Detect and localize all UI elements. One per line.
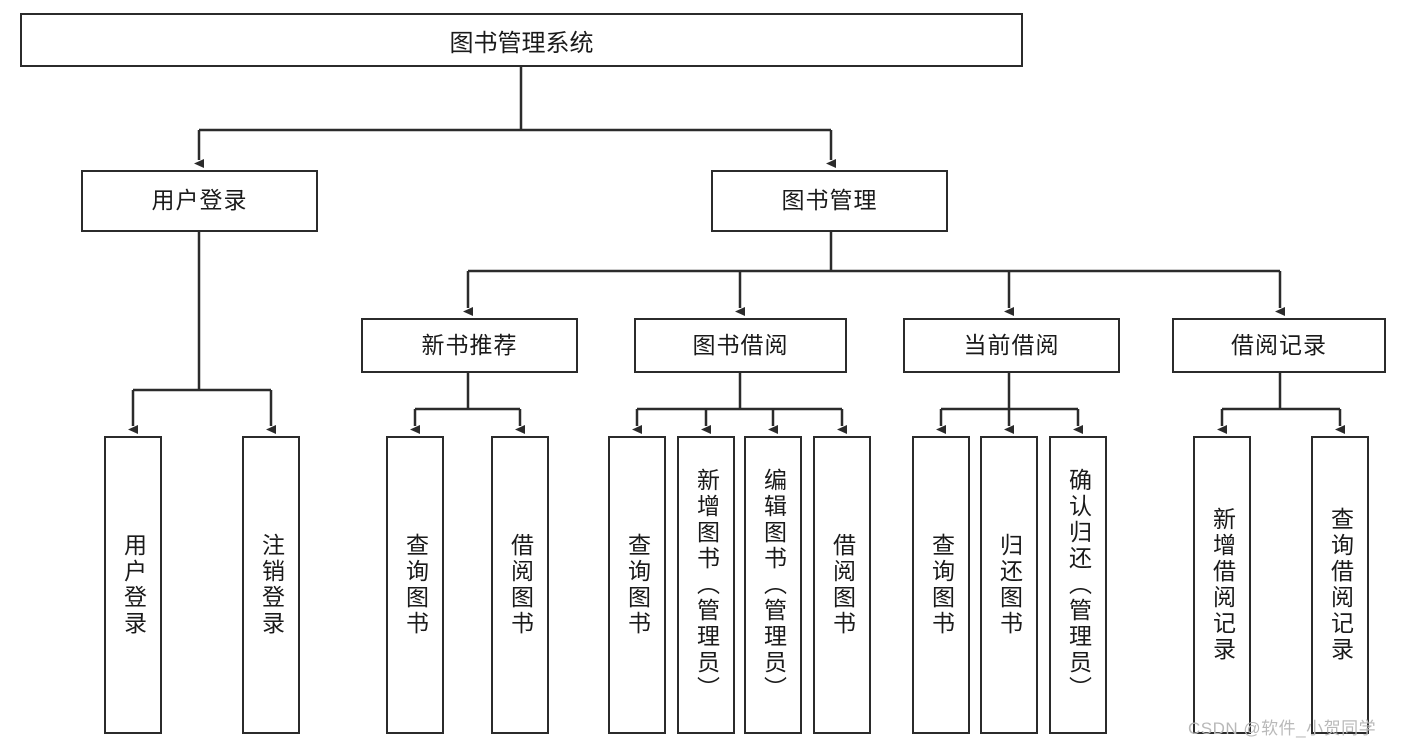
leaf-label: 查询图书 [928, 533, 955, 637]
leaf-label: 新增借阅记录 [1209, 507, 1236, 663]
leaf-book-borrow-edit-book-admin[interactable]: 编辑图书（管理员） [744, 436, 802, 734]
node-label: 图书管理 [781, 187, 878, 214]
leaf-book-borrow-query-book[interactable]: 查询图书 [608, 436, 666, 734]
leaf-current-borrow-query-book[interactable]: 查询图书 [912, 436, 970, 734]
leaf-label: 用户登录 [120, 533, 147, 637]
leaf-label: 注销登录 [258, 533, 285, 637]
leaf-book-borrow-add-book-admin[interactable]: 新增图书（管理员） [677, 436, 735, 734]
leaf-current-borrow-confirm-return-admin[interactable]: 确认归还（管理员） [1049, 436, 1107, 734]
leaf-label: 归还图书 [996, 533, 1023, 637]
node-user-login[interactable]: 用户登录 [81, 170, 318, 232]
node-label: 借阅记录 [1231, 331, 1327, 358]
leaf-borrow-record-add-record[interactable]: 新增借阅记录 [1193, 436, 1251, 734]
node-label: 新书推荐 [421, 331, 518, 358]
leaf-label: 查询借阅记录 [1327, 507, 1354, 663]
node-current-borrow[interactable]: 当前借阅 [903, 318, 1120, 373]
leaf-label: 编辑图书（管理员） [760, 468, 787, 702]
node-new-book-recommend[interactable]: 新书推荐 [361, 318, 578, 373]
leaf-label: 借阅图书 [507, 533, 534, 637]
leaf-borrow-record-query-record[interactable]: 查询借阅记录 [1311, 436, 1369, 734]
node-book-management[interactable]: 图书管理 [711, 170, 948, 232]
leaf-current-borrow-return-book[interactable]: 归还图书 [980, 436, 1038, 734]
leaf-user-login-signout[interactable]: 注销登录 [242, 436, 300, 734]
node-book-borrow[interactable]: 图书借阅 [634, 318, 847, 373]
node-label: 图书管理系统 [449, 29, 594, 57]
leaf-label: 借阅图书 [829, 533, 856, 637]
node-root-book-management-system[interactable]: 图书管理系统 [20, 13, 1023, 67]
leaf-user-login-signin[interactable]: 用户登录 [104, 436, 162, 734]
leaf-label: 新增图书（管理员） [693, 468, 720, 702]
leaf-new-book-borrow-book[interactable]: 借阅图书 [491, 436, 549, 734]
leaf-book-borrow-borrow-book[interactable]: 借阅图书 [813, 436, 871, 734]
leaf-label: 查询图书 [402, 533, 429, 637]
node-label: 当前借阅 [963, 331, 1060, 358]
node-borrow-record[interactable]: 借阅记录 [1172, 318, 1386, 373]
node-label: 图书借阅 [692, 331, 789, 358]
leaf-label: 确认归还（管理员） [1065, 468, 1092, 702]
node-label: 用户登录 [151, 187, 248, 214]
leaf-new-book-query-book[interactable]: 查询图书 [386, 436, 444, 734]
leaf-label: 查询图书 [624, 533, 651, 637]
watermark-csdn: CSDN @软件_小贺同学 [1188, 719, 1377, 738]
